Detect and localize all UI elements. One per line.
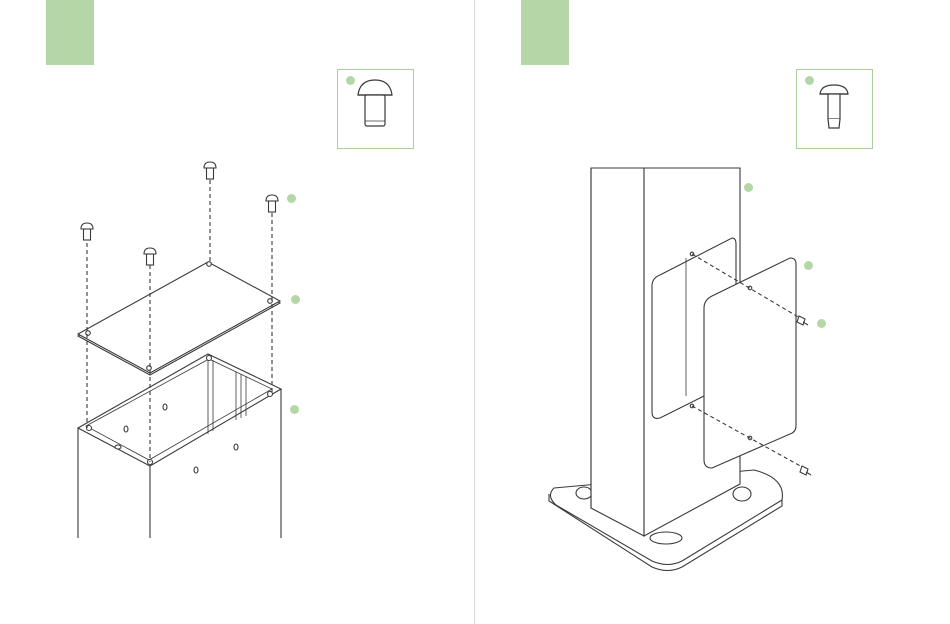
screw-1 (797, 316, 808, 325)
screw-2 (800, 466, 811, 475)
